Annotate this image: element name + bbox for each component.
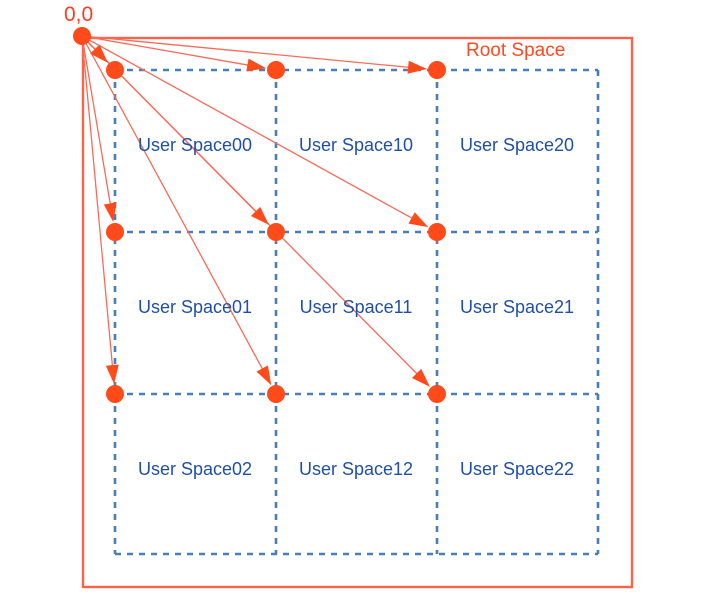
user-space-11-label: User Space11 [300, 297, 413, 317]
ray-to-node-12 [81, 35, 265, 373]
root-space-label: Root Space [466, 40, 565, 61]
origin-dot [73, 27, 91, 45]
ray-to-node-22 [81, 35, 420, 377]
user-space-12-label: User Space12 [299, 459, 413, 479]
arrow-to-node-01 [103, 202, 117, 223]
ray-to-node-21 [81, 35, 416, 221]
arrow-to-node-22 [411, 368, 430, 387]
arrow-to-node-10 [246, 58, 267, 72]
user-space-02-label: User Space02 [138, 459, 252, 479]
user-space-10-label: User Space10 [299, 135, 413, 155]
user-space-20-label: User Space20 [460, 135, 574, 155]
arrow-to-node-11 [250, 206, 269, 225]
ray-to-node-20 [81, 35, 413, 69]
node-01-dot [106, 223, 124, 241]
node-00-dot [106, 61, 124, 79]
ray-to-node-02 [81, 35, 114, 370]
user-space-00-label: User Space00 [138, 135, 252, 155]
node-10-dot [267, 61, 285, 79]
node-21-dot [428, 223, 446, 241]
user-space-01-label: User Space01 [138, 297, 252, 317]
grid-node-group [106, 61, 446, 403]
arrow-to-node-20 [407, 60, 428, 74]
user-space-label-group: User Space00 User Space10 User Space20User… [138, 135, 574, 479]
node-20-dot [428, 61, 446, 79]
user-space-22-label: User Space22 [460, 459, 574, 479]
node-02-dot [106, 385, 124, 403]
arrow-head-group [90, 44, 430, 387]
root-space-border [81, 36, 634, 589]
arrow-to-node-02 [105, 364, 119, 385]
ray-to-node-01 [81, 35, 112, 208]
origin-label: 0,0 [64, 3, 93, 26]
arrow-to-node-21 [408, 212, 429, 228]
arrow-to-node-12 [256, 365, 272, 386]
node-12-dot [267, 385, 285, 403]
node-11-dot [267, 223, 285, 241]
origin-ray-group [81, 35, 420, 377]
user-space-21-label: User Space21 [460, 297, 574, 317]
arrow-to-node-00 [90, 44, 109, 63]
node-22-dot [428, 385, 446, 403]
ray-to-node-10 [81, 35, 252, 67]
user-space-grid [113, 68, 600, 556]
